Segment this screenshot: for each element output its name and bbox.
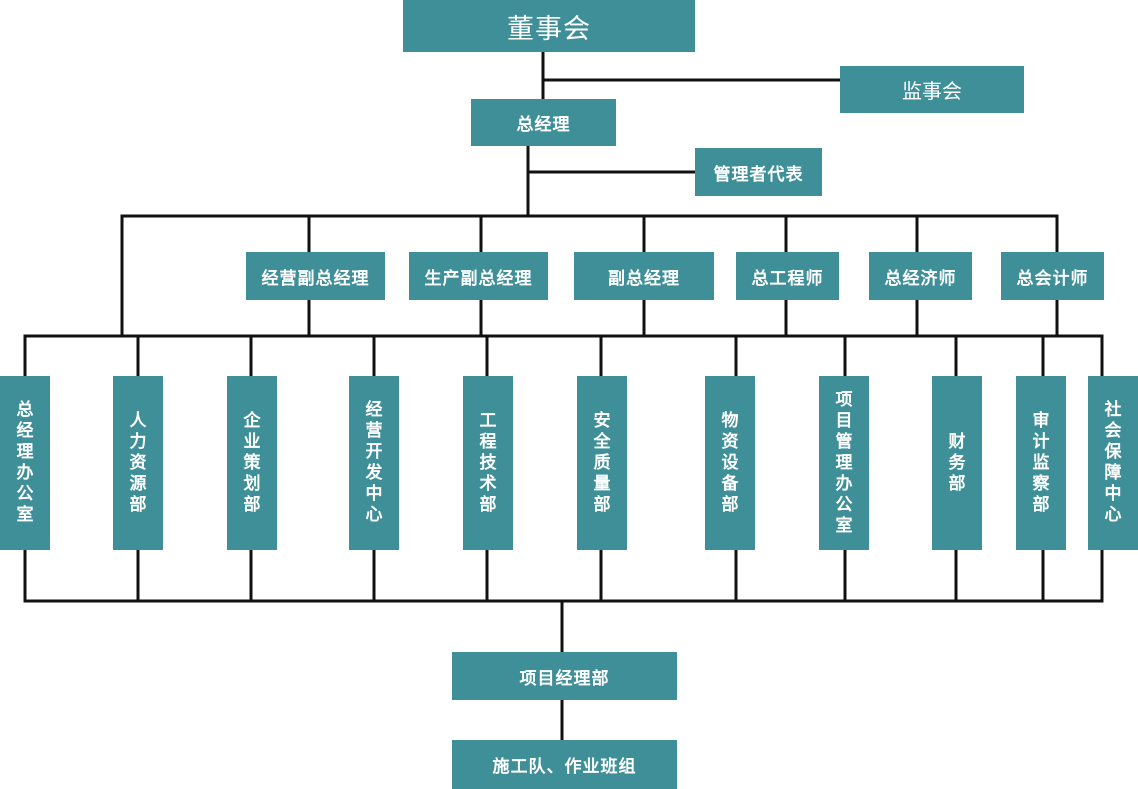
general-manager-label: 总经理 [516, 115, 571, 135]
dept-label: 总经理办公室 [16, 400, 34, 525]
deputy-label: 副总经理 [608, 268, 680, 289]
board-label: 董事会 [507, 13, 591, 45]
deputy-label: 经营副总经理 [261, 268, 370, 289]
general-manager-node: 总经理 [471, 99, 616, 146]
dept-node-project-office: 项目管理办公室 [819, 376, 869, 550]
teams-label: 施工队、作业班组 [492, 757, 637, 777]
deputy-label: 生产副总经理 [424, 268, 533, 289]
deputy-label: 总工程师 [751, 268, 824, 289]
deputy-node-chief-accountant: 总会计师 [1001, 252, 1104, 300]
dept-node-gm-office: 总经理办公室 [0, 376, 50, 550]
dept-label: 审计监察部 [1032, 410, 1050, 515]
dept-label: 社会保障中心 [1104, 400, 1122, 525]
dept-label: 经营开发中心 [365, 400, 383, 525]
dept-label: 企业策划部 [243, 410, 261, 515]
dept-label: 安全质量部 [593, 410, 611, 515]
dept-node-materials: 物资设备部 [705, 376, 755, 550]
project-dept-label: 项目经理部 [519, 668, 610, 689]
dept-node-business-dev: 经营开发中心 [349, 376, 399, 550]
deputy-node-chief-economist: 总经济师 [869, 252, 972, 300]
deputy-node-deputy-gm: 副总经理 [574, 252, 714, 300]
board-node: 董事会 [403, 0, 695, 52]
deputy-node-chief-engineer: 总工程师 [736, 252, 839, 300]
dept-node-finance: 财务部 [932, 376, 982, 550]
supervisors-label: 监事会 [902, 79, 962, 103]
dept-node-safety-quality: 安全质量部 [577, 376, 627, 550]
dept-node-audit: 审计监察部 [1016, 376, 1066, 550]
dept-node-planning: 企业策划部 [227, 376, 277, 550]
project-dept-node: 项目经理部 [452, 652, 677, 700]
deputy-label: 总会计师 [1016, 268, 1089, 289]
dept-node-hr: 人力资源部 [113, 376, 163, 550]
management-rep-node: 管理者代表 [695, 148, 822, 196]
deputy-node-production: 生产副总经理 [409, 252, 548, 300]
deputy-label: 总经济师 [884, 268, 957, 289]
teams-node: 施工队、作业班组 [452, 740, 677, 789]
deputy-node-operations: 经营副总经理 [246, 252, 385, 300]
dept-label: 物资设备部 [721, 410, 739, 515]
dept-node-social-security: 社会保障中心 [1088, 376, 1138, 550]
dept-label: 项目管理办公室 [835, 389, 853, 536]
dept-label: 工程技术部 [479, 410, 497, 515]
dept-node-engineering: 工程技术部 [463, 376, 513, 550]
dept-label: 财务部 [948, 431, 966, 494]
management-rep-label: 管理者代表 [713, 164, 804, 185]
supervisors-node: 监事会 [840, 66, 1024, 113]
dept-label: 人力资源部 [129, 410, 147, 515]
